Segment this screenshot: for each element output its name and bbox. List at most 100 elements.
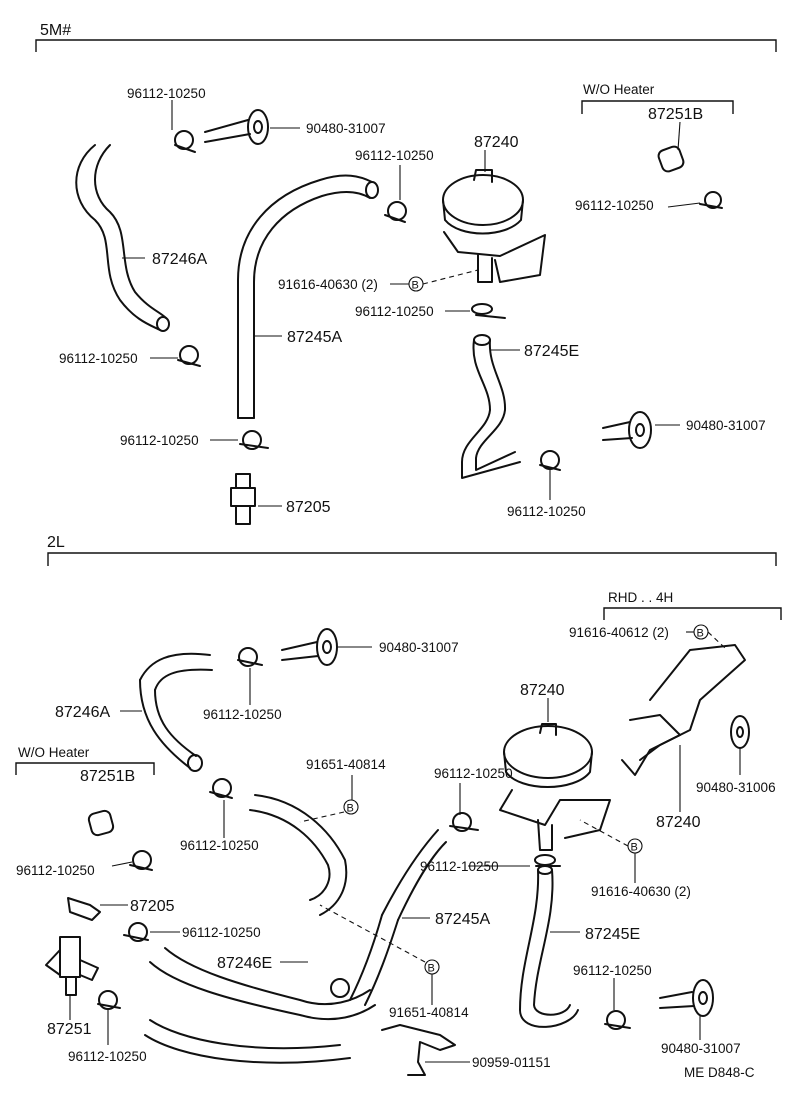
clamp-96112-t4 [239,430,269,450]
label-96112-b2: 96112-10250 [434,766,513,781]
section-title-2l: 2L [47,534,65,551]
grommet-90480-bottom-2 [730,715,750,749]
label-87245a-bottom: 87245A [435,911,490,928]
label-96112-b8: 96112-10250 [68,1049,147,1064]
label-87245e-top: 87245E [524,343,579,360]
bolt-marker-b3: B [627,838,643,854]
label-96112-b5: 96112-10250 [420,859,499,874]
valve-87240-bottom [499,723,611,851]
label-87245a-top: 87245A [287,329,342,346]
label-90959-01151: 90959-01151 [472,1055,551,1070]
label-87251: 87251 [47,1021,92,1038]
section-title-5m: 5M# [40,22,71,39]
footer-code: ME D848-C [684,1065,755,1080]
label-91651-b2: 91651-40814 [389,1005,469,1020]
clamp-96112-b1 [237,647,263,667]
clamp-96112-t5 [471,303,506,319]
clamp-96112-t3 [177,345,201,367]
label-96112-t6: 96112-10250 [120,433,199,448]
bolt-letter: B [428,963,435,975]
label-wo-heater-top: W/O Heater [583,82,655,97]
label-96112-t4: 96112-10250 [355,304,434,319]
label-91651-b1: 91651-40814 [306,757,386,772]
label-96112-t1: 96112-10250 [127,86,206,101]
cap-87251b-bottom [87,809,115,837]
clamp-96112-b6 [534,854,561,867]
clamp-96112-t1 [174,130,196,153]
clamp-96112-t7 [699,191,723,209]
label-87251b-bottom: 87251B [80,768,135,785]
label-87205-bottom: 87205 [130,898,175,915]
valve-87251 [45,936,99,996]
bracket-wo-heater-bottom: W/O Heater [15,745,155,775]
bracket-rhd: RHD . . 4H [603,590,782,620]
clamp-96112-b2 [209,778,233,799]
label-90480-t2: 90480-31007 [686,418,766,433]
bracket-90959 [381,1024,456,1076]
bolt-letter: B [347,803,354,815]
label-96112-t2: 96112-10250 [355,148,434,163]
label-96112-b4: 96112-10250 [16,863,95,878]
label-90480-b1: 90480-31007 [379,640,459,655]
label-96112-t5: 96112-10250 [59,351,138,366]
label-87246a-top: 87246A [152,251,207,268]
hose-87245e-top [461,334,521,479]
clamp-96112-t2 [384,201,407,223]
bolt-letter: B [697,628,704,640]
valve-87205-bottom [67,897,101,921]
hose-87245e-bottom [519,865,579,1028]
bolt-letter: B [412,280,419,292]
label-96112-b3: 96112-10250 [180,838,259,853]
clamp-96112-b4 [129,850,153,871]
section-bracket-bottom: 2L [47,534,777,566]
label-91616-40630-b: 91616-40630 (2) [591,884,691,899]
label-87251b-top: 87251B [648,106,703,123]
grommet-90480-bottom-1 [281,628,338,666]
hose-87245a-top [237,174,379,419]
label-90480-31006: 90480-31006 [696,780,776,795]
label-87205-top: 87205 [286,499,331,516]
label-wo-heater-bottom: W/O Heater [18,745,90,760]
label-90480-b3: 90480-31007 [661,1041,741,1056]
hose-87245a-bottom [349,829,447,1006]
label-96112-b7: 96112-10250 [573,963,652,978]
label-87246a-bottom: 87246A [55,704,110,721]
label-87245e-bottom: 87245E [585,926,640,943]
hose-87246a-bottom [139,652,213,772]
clamp-96112-b5 [123,922,149,942]
label-96112-t7: 96112-10250 [507,504,586,519]
label-87246e: 87246E [217,955,272,972]
bolt-marker-b2: B [343,799,359,815]
bracket-wo-heater-top: W/O Heater [581,82,734,114]
section-bracket-top: 5M# [35,22,777,52]
label-96112-b6: 96112-10250 [182,925,261,940]
label-96112-t3: 96112-10250 [575,198,654,213]
bracket-rhd-assembly [621,644,746,776]
clamp-96112-b8 [97,990,121,1010]
label-87240-bottom: 87240 [520,682,565,699]
clamp-96112-t6 [539,450,561,471]
hose-87246a-top [75,144,170,332]
leader-lines [69,100,741,1063]
bolt-marker-top: B [408,276,424,292]
bolt-marker-b1: B [693,624,709,640]
label-91616-t: 91616-40630 (2) [278,277,378,292]
label-96112-b1: 96112-10250 [203,707,282,722]
bolt-letter: B [631,842,638,854]
cap-87251b-top [657,145,685,173]
grommet-90480-bottom-3 [659,979,714,1017]
grommet-90480-top-2 [602,411,652,449]
grommet-90480-top-1 [204,109,269,145]
valve-87240-top [442,169,546,283]
label-87240-top: 87240 [474,134,519,151]
label-rhd-4h: RHD . . 4H [608,590,673,605]
bolt-marker-b4: B [424,959,440,975]
label-91616-40612: 91616-40612 (2) [569,625,669,640]
clamp-96112-b3 [449,812,479,832]
clamp-96112-b7 [604,1010,631,1030]
label-90480-t1: 90480-31007 [306,121,386,136]
valve-87205-top [230,473,256,525]
label-87240-rhd: 87240 [656,814,701,831]
clamp-96112-b9 [330,978,350,998]
